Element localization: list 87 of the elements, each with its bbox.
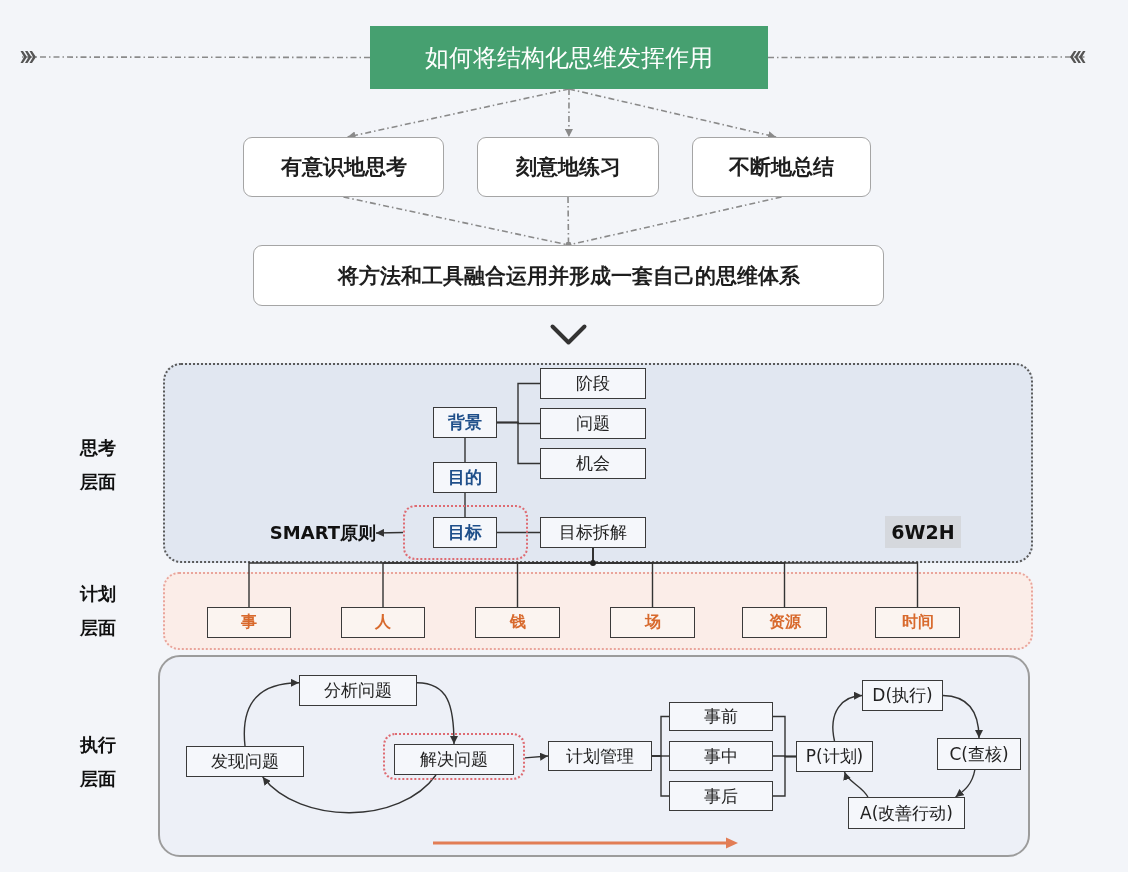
rounded-card xyxy=(477,137,659,197)
title-banner xyxy=(370,26,768,89)
arrow xyxy=(375,528,404,537)
factor-node xyxy=(341,607,425,638)
node-label: 事后 xyxy=(704,784,738,808)
node-label: 计划管理 xyxy=(566,744,634,768)
step-node xyxy=(394,744,514,775)
arrow xyxy=(954,769,976,798)
card-label: 将方法和工具融合运用并形成一套自己的思维体系 xyxy=(337,262,800,290)
layer-heading: 思考层面 xyxy=(80,436,117,494)
connector-line xyxy=(464,492,466,518)
arrow xyxy=(416,682,458,745)
step-node xyxy=(540,408,646,439)
node-label: 阶段 xyxy=(576,372,610,395)
rounded-card xyxy=(253,245,884,306)
step-node xyxy=(862,680,943,711)
step-node xyxy=(540,368,646,399)
step-node xyxy=(540,448,646,479)
node-label: 目标 xyxy=(448,521,482,544)
step-node xyxy=(848,797,965,829)
connector-line xyxy=(496,531,541,534)
node-label: 时间 xyxy=(901,612,934,633)
step-node xyxy=(540,517,646,548)
dashed-frame xyxy=(383,733,525,780)
node-label: 发现问题 xyxy=(211,750,279,773)
step-node xyxy=(669,702,773,731)
arrow xyxy=(243,679,300,747)
chip-label: 6W2H xyxy=(891,521,955,543)
arrow xyxy=(942,694,983,739)
node-label: 背景 xyxy=(448,411,482,434)
node-label: 事中 xyxy=(704,744,738,768)
dashed-arrow xyxy=(346,88,570,140)
factor-node xyxy=(742,607,827,638)
connector-line xyxy=(464,437,466,463)
concept-node xyxy=(433,517,497,548)
factor-node xyxy=(610,607,695,638)
dashed-arrow xyxy=(564,88,573,138)
step-node xyxy=(937,738,1021,770)
arrow xyxy=(843,771,869,798)
rounded-card xyxy=(692,137,871,197)
node-label: A(改善行动) xyxy=(860,801,953,825)
card-label: 不断地总结 xyxy=(729,154,834,181)
arrow xyxy=(524,752,549,761)
node-label: 解决问题 xyxy=(420,748,488,771)
node-label: D(执行) xyxy=(872,684,933,707)
step-node xyxy=(299,675,417,706)
card-label: 有意识地思考 xyxy=(280,154,407,181)
layer-heading: 计划层面 xyxy=(80,582,117,640)
connector-line xyxy=(772,755,797,797)
dashed-connector-line xyxy=(767,51,1087,63)
factor-node xyxy=(207,607,291,638)
concept-node xyxy=(433,462,497,493)
card-label: 刻意地练习 xyxy=(515,154,621,181)
arrow xyxy=(832,692,863,742)
node-label: 问题 xyxy=(576,412,610,435)
node-label: 目标拆解 xyxy=(559,521,627,544)
factor-node xyxy=(475,607,560,638)
layer-heading: 执行层面 xyxy=(80,733,117,791)
node-label: 场 xyxy=(644,612,661,633)
chevron-arrow xyxy=(550,324,587,345)
node-label: 人 xyxy=(375,612,391,633)
callout-text: SMART原则 xyxy=(250,520,376,546)
dashed-connector-line xyxy=(565,196,783,248)
dashed-connector-line xyxy=(19,51,371,63)
rounded-card xyxy=(243,137,444,197)
step-node xyxy=(548,741,652,771)
connector-line xyxy=(651,755,670,797)
node-label: 机会 xyxy=(576,452,610,475)
step-node xyxy=(796,741,873,772)
node-label: 钱 xyxy=(509,612,526,633)
dashed-arrow xyxy=(568,88,777,140)
arrow xyxy=(262,774,437,814)
step-node xyxy=(186,746,304,777)
connector-line xyxy=(496,421,541,465)
node-label: 资源 xyxy=(768,612,801,633)
node-label: 事 xyxy=(241,612,257,633)
node-label: P(计划) xyxy=(805,745,864,768)
node-label: 分析问题 xyxy=(324,679,392,702)
concept-node xyxy=(433,407,497,438)
node-label: 目的 xyxy=(448,466,482,489)
step-node xyxy=(669,741,773,771)
banner-title: 如何将结构化思维发挥作用 xyxy=(425,42,713,74)
factor-node xyxy=(875,607,960,638)
dashed-frame xyxy=(403,505,528,560)
node-label: C(查核) xyxy=(949,742,1009,766)
step-node xyxy=(669,781,773,811)
node-label: 事前 xyxy=(704,705,738,728)
